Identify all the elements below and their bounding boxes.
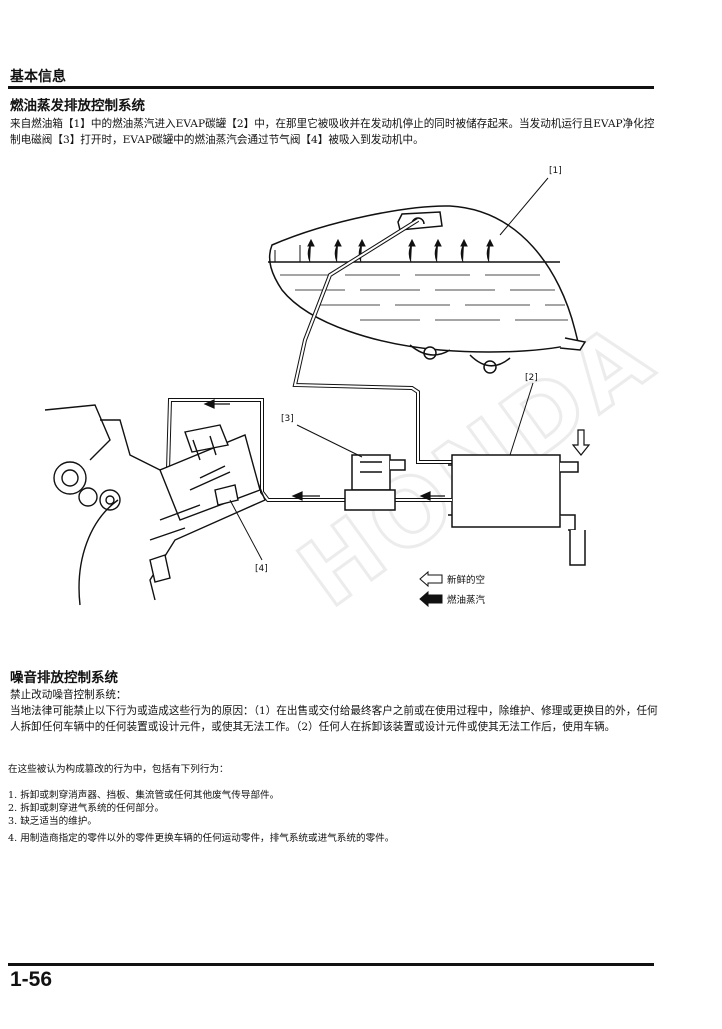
callout-1: [1] <box>549 166 562 176</box>
legend-fuel-vapor-arrow <box>419 590 443 608</box>
noise-subtitle: 禁止改动噪音控制系统： <box>10 689 127 701</box>
noise-intro: 在这些被认为构成篡改的行为中，包括有下列行为： <box>8 764 229 775</box>
legend-fresh-air-arrow <box>419 570 443 588</box>
evap-system-diagram: HONDA <box>44 166 676 620</box>
fresh-air-arrow <box>571 429 591 456</box>
callout-4: [4] <box>255 564 268 574</box>
noise-title: 噪音排放控制系统 <box>10 670 118 686</box>
tamper-list: 1. 拆卸或刺穿消声器、挡板、集流管或任何其他废气传导部件。 2. 拆卸或刺穿进… <box>8 789 668 845</box>
list-item: 4. 用制造商指定的零件以外的零件更换车辆的任何运动零件，排气系统或进气系统的零… <box>8 833 395 844</box>
callout-3: [3] <box>281 414 294 424</box>
header-rule <box>8 86 654 89</box>
legend-fresh-air-label: 新鲜的空 <box>447 574 485 586</box>
evap-title: 燃油蒸发排放控制系统 <box>10 98 145 114</box>
fuel-tank <box>268 205 587 374</box>
list-item: 3. 缺乏适当的维护。 <box>8 816 97 827</box>
list-item: 1. 拆卸或刺穿消声器、挡板、集流管或任何其他废气传导部件。 <box>8 790 280 801</box>
legend-fuel-vapor-label: 燃油蒸汽 <box>447 594 486 606</box>
vapor-arrows <box>307 238 494 263</box>
legend: 新鲜的空 燃油蒸汽 <box>419 570 486 608</box>
section-header: 基本信息 <box>10 69 66 85</box>
engine-throttle <box>44 404 266 606</box>
page-number: 1-56 <box>10 968 53 991</box>
evap-body: 来自燃油箱【1】中的燃油蒸汽进入EVAP碳罐【2】中，在那里它被吸收并在发动机停… <box>10 118 655 146</box>
list-item: 2. 拆卸或刺穿进气系统的任何部分。 <box>8 803 165 814</box>
leader-lines <box>229 177 549 561</box>
flow-arrows <box>203 399 445 501</box>
evap-canister <box>448 454 586 566</box>
callout-2: [2] <box>525 373 538 383</box>
noise-body: 当地法律可能禁止以下行为或造成这些行为的原因：（1）在出售或交付给最终客户之前或… <box>10 705 658 733</box>
purge-solenoid-valve <box>344 454 406 511</box>
footer-rule <box>8 963 654 966</box>
